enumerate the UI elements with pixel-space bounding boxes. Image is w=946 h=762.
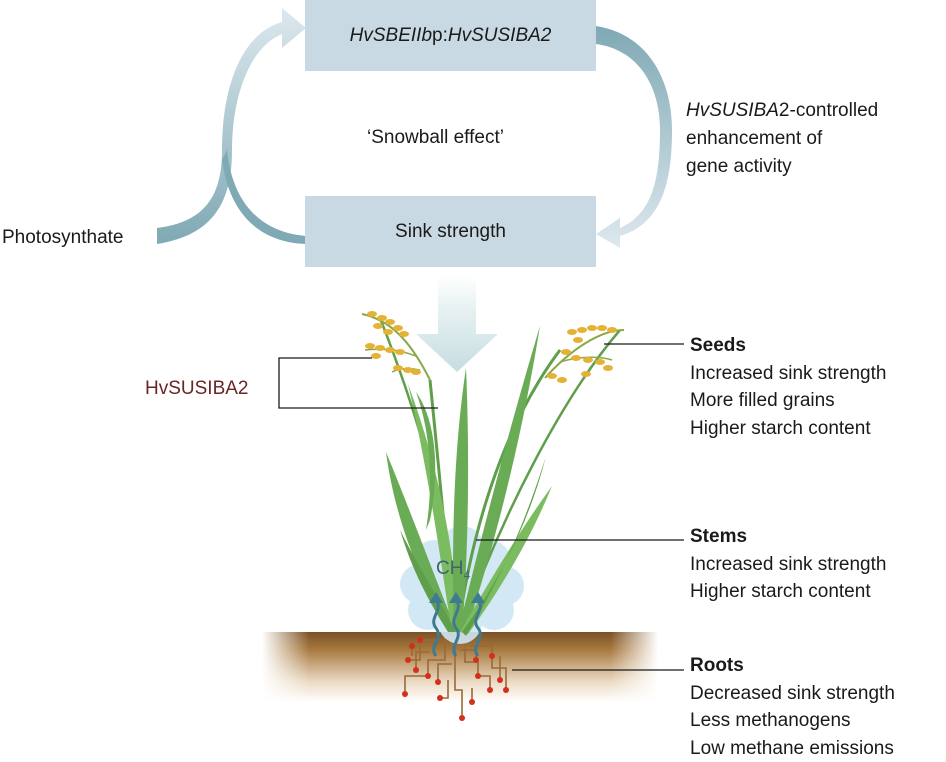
promoter-label: p: (432, 25, 448, 47)
grain-panicle-left (362, 311, 430, 380)
stems-annotation: Stems Increased sink strength Higher sta… (690, 523, 886, 606)
stems-title: Stems (690, 523, 886, 551)
stems-line: Increased sink strength (690, 551, 886, 579)
enhancement-gene: HvSUSIBA (686, 100, 779, 121)
methane-label: CH4 (436, 558, 470, 582)
roots-line: Low methane emissions (690, 735, 895, 762)
plant-gene-label: HvSUSIBA2 (145, 377, 248, 401)
gene-hvsbeiib: HvSBEIIb (350, 25, 432, 47)
stems-line: Higher starch content (690, 578, 886, 606)
enhancement-label: HvSUSIBA2-controlled enhancement of gene… (686, 97, 878, 181)
enhancement-line-3: gene activity (686, 153, 878, 181)
roots-line: Less methanogens (690, 707, 895, 735)
seeds-title: Seeds (690, 332, 886, 360)
sink-strength-label: Sink strength (395, 221, 506, 243)
sink-strength-box: Sink strength (305, 196, 596, 267)
enhancement-line-1: HvSUSIBA2-controlled (686, 97, 878, 125)
methane-base: CH (436, 558, 463, 579)
left-loop-arrow (157, 8, 306, 244)
photosynthate-label: Photosynthate (2, 226, 123, 250)
roots-annotation: Roots Decreased sink strength Less metha… (690, 652, 895, 762)
roots-line: Decreased sink strength (690, 680, 895, 708)
snowball-effect-label: ‘Snowball effect’ (367, 126, 504, 150)
down-arrow (416, 276, 498, 372)
seeds-annotation: Seeds Increased sink strength More fille… (690, 332, 886, 442)
methane-subscript: 4 (463, 568, 470, 582)
right-loop-arrow (596, 26, 672, 248)
gene-hvsusiba2: HvSUSIBA2 (448, 25, 551, 47)
enhancement-suffix: 2-controlled (779, 100, 878, 121)
roots-title: Roots (690, 652, 895, 680)
enhancement-line-2: enhancement of (686, 125, 878, 153)
seeds-line: Higher starch content (690, 415, 886, 443)
top-gene-box: HvSBEIIb p:HvSUSIBA2 (305, 0, 596, 71)
seeds-line: More filled grains (690, 387, 886, 415)
seeds-line: Increased sink strength (690, 360, 886, 388)
